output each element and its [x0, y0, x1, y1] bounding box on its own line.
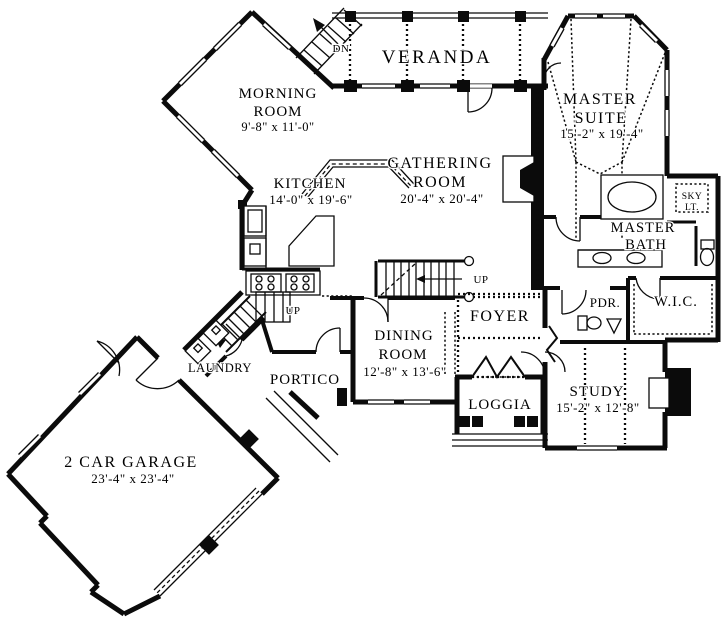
loggia: LOGGIA — [452, 375, 548, 447]
dn-stairs: DN — [295, 7, 363, 75]
room-label-pdr: PDR. — [590, 295, 621, 310]
kitchen: KITCHEN 14'-0" x 19'-6" — [238, 159, 415, 296]
room-dims-morning: 9'-8" x 11'-0" — [241, 120, 314, 134]
room-dims-master-suite: 15'-2" x 19'-4" — [560, 126, 643, 141]
room-dims-kitchen: 14'-0" x 19'-6" — [269, 192, 352, 207]
room-label-master-bath-2: BATH — [625, 237, 667, 253]
foyer: FOYER — [455, 290, 566, 448]
stairs-up-main-label: UP — [473, 274, 488, 286]
room-label-foyer: FOYER — [470, 308, 530, 325]
room-dims-dining: 12'-8" x 13'-6" — [363, 364, 446, 379]
room-dims-garage: 23'-4" x 23'-4" — [91, 471, 174, 486]
gathering-room: GATHERING ROOM 20'-4" x 20'-4" — [386, 88, 544, 290]
room-dims-study: 15'-2" x 12'-8" — [556, 400, 639, 415]
main-stairs: UP — [374, 255, 543, 303]
veranda: VERANDA — [332, 11, 548, 113]
master-bath: MASTER BATH — [544, 173, 721, 342]
room-label-laundry: LAUNDRY — [188, 361, 252, 375]
laundry: LAUNDRY — [182, 290, 266, 378]
back-stairs: UP — [209, 291, 352, 353]
room-label-wic: W.I.C. — [654, 294, 698, 310]
room-label-morning-1: MORNING — [239, 86, 318, 102]
room-label-master-suite-1: MASTER — [563, 91, 637, 108]
skylight-label-2: LT. — [685, 203, 699, 213]
room-label-dining-2: ROOM — [378, 347, 427, 363]
room-dims-gathering: 20'-4" x 20'-4" — [400, 191, 483, 206]
room-label-gathering-2: ROOM — [413, 174, 467, 191]
room-label-morning-2: ROOM — [253, 104, 302, 120]
powder-room: PDR. — [577, 278, 630, 342]
stairs-up-back-label: UP — [285, 305, 300, 317]
room-label-veranda: VERANDA — [382, 47, 492, 68]
morning-room: MORNING ROOM 9'-8" x 11'-0" — [161, 10, 336, 192]
room-label-portico: PORTICO — [270, 372, 340, 388]
skylight-label-1: SKY — [682, 192, 703, 202]
room-label-master-suite-2: SUITE — [575, 110, 628, 127]
walk-in-closet: W.I.C. — [560, 284, 718, 344]
garage: 2 CAR GARAGE 23'-4" x 23'-4" — [6, 335, 280, 617]
dining-room: DINING ROOM 12'-8" x 13'-6" — [330, 296, 457, 405]
study: STUDY 15'-2" x 12'-8" — [545, 342, 691, 451]
room-label-gathering-1: GATHERING — [387, 155, 492, 172]
room-label-dining-1: DINING — [374, 328, 433, 344]
portico: PORTICO — [239, 319, 353, 463]
room-label-garage: 2 CAR GARAGE — [64, 454, 198, 471]
master-suite: MASTER SUITE 15'-2" x 19'-4" — [541, 13, 670, 242]
skylight: SKY LT. — [675, 183, 709, 214]
room-label-kitchen: KITCHEN — [274, 176, 347, 192]
stairs-dn-label: DN — [333, 43, 350, 55]
room-label-study: STUDY — [569, 384, 624, 400]
room-label-master-bath-1: MASTER — [611, 220, 676, 236]
room-label-loggia: LOGGIA — [468, 397, 532, 413]
